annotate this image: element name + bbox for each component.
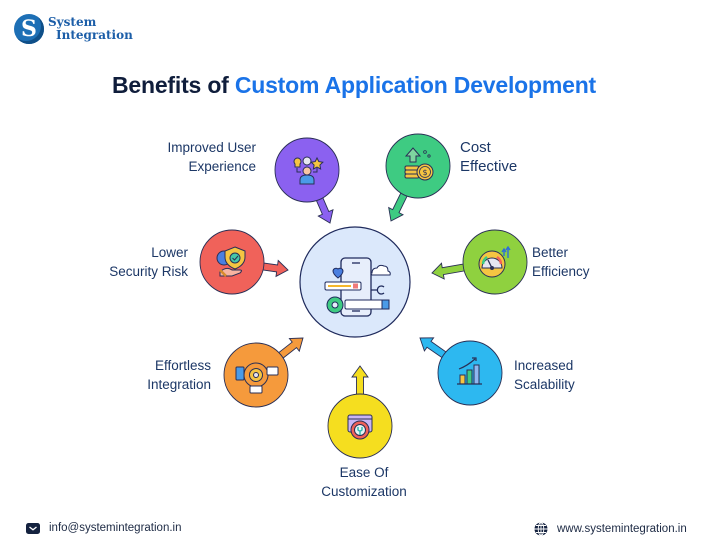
security-shield-icon [216,246,246,277]
brand-name: System Integration [48,16,133,42]
customization-settings-icon [347,414,373,440]
svg-text:$: $ [422,168,427,177]
benefit-label-cost-effective: Cost Effective [460,138,570,176]
label-line: Effortless [154,358,211,373]
benefit-label-better-efficiency: Better Efficiency [532,243,642,281]
benefit-node [274,137,340,224]
growth-chart-icon [457,357,482,385]
footer-website: www.systemintegration.in [534,522,687,536]
benefit-label-lower-security-risk: Lower Security Risk [80,243,188,281]
label-line: Lower [151,245,188,260]
brand-logo: S System Integration [14,14,133,44]
integration-devices-icon [235,362,279,394]
label-line: Increased [514,358,574,373]
benefit-label-improved-user-experience: Improved User Experience [140,138,256,176]
mail-icon [26,522,40,534]
globe-icon [534,522,548,536]
benefit-node [419,337,503,406]
money-growth-icon: $ [404,147,434,181]
performance-gauge-icon [478,245,511,278]
label-line: Cost [460,139,491,156]
label-line: Effective [460,158,518,175]
label-line: Security Risk [109,264,188,279]
benefit-node [223,337,304,408]
arrow-pointer [431,262,469,280]
benefit-label-increased-scalability: Increased Scalability [514,356,624,394]
title-highlight: Custom Application Development [234,72,597,98]
user-ideas-icon [293,156,324,185]
arrow-pointer [351,365,369,399]
footer-email: info@systemintegration.in [26,522,182,534]
brand-name-line2: Integration [56,28,133,42]
label-line: Customization [321,484,407,499]
email-link[interactable]: info@systemintegration.in [49,522,182,534]
label-line: Experience [188,159,256,174]
label-line: Improved User [167,140,256,155]
title-prefix: Benefits of [111,72,235,98]
label-line: Integration [147,377,211,392]
label-line: Better [532,245,569,260]
label-line: Efficiency [532,264,590,279]
center-hub [299,226,411,338]
label-line: Scalability [514,377,575,392]
logo-mark-icon: S [14,14,44,44]
mobile-app-development-icon [324,257,391,317]
label-line: Ease Of [339,465,389,480]
website-link[interactable]: www.systemintegration.in [557,523,687,535]
page-title: Benefits of Custom Application Developme… [0,72,708,99]
benefit-node: $ [385,133,451,222]
benefit-label-effortless-integration: Effortless Integration [100,356,211,394]
brand-name-line1: System [48,15,97,29]
benefit-node [327,365,393,459]
benefit-node [431,229,528,295]
benefit-node [199,229,289,295]
benefit-label-ease-of-customization: Ease Of Customization [300,463,428,501]
